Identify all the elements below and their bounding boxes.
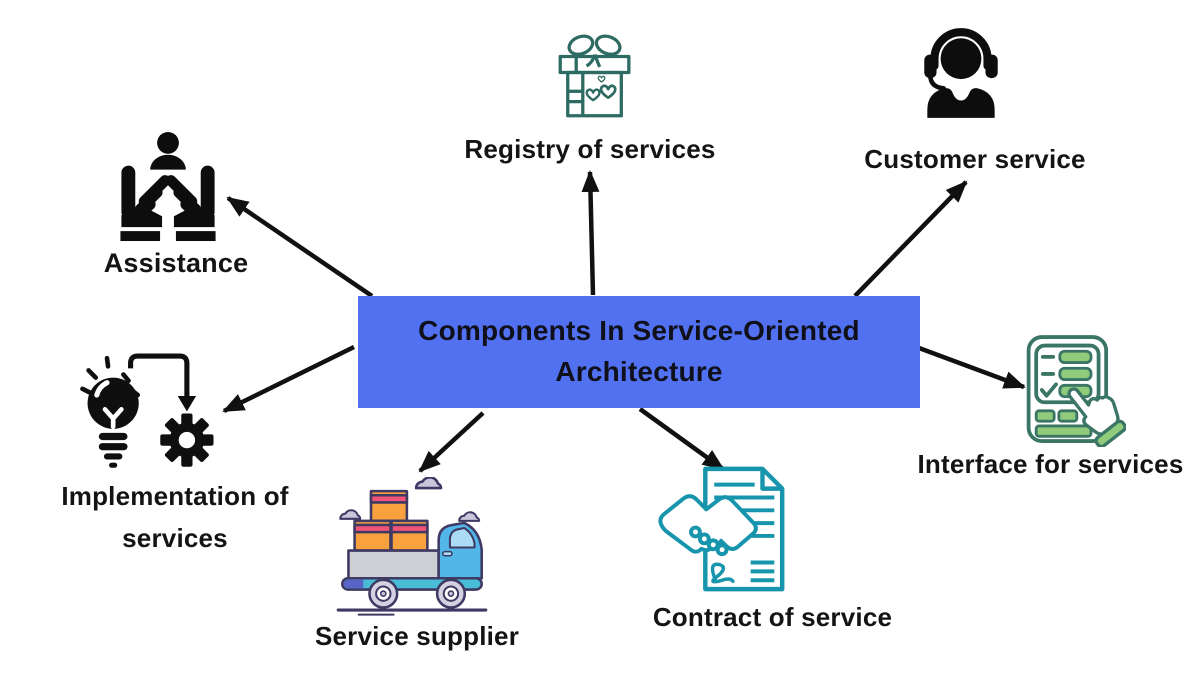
hands-holding-person-icon — [98, 131, 216, 244]
arrow-to-supplier — [418, 411, 485, 473]
idea-bulb-to-gear-icon — [80, 353, 214, 468]
arrow-to-assistance — [226, 196, 374, 298]
node-label-supplier: Service supplier — [314, 621, 520, 651]
checklist-touch-hand-icon — [1026, 335, 1126, 447]
arrow-to-contract — [638, 407, 725, 471]
arrow-to-customer-service — [853, 180, 968, 298]
central-topic-box: Components In Service-Oriented Architect… — [358, 296, 920, 408]
node-label-interface: Interface for services — [917, 449, 1184, 479]
node-label-contract: Contract of service — [652, 602, 893, 632]
handshake-document-icon — [658, 466, 785, 592]
diagram-title: Components In Service-Oriented Architect… — [418, 315, 860, 387]
arrow-to-interface — [918, 345, 1026, 390]
support-agent-headset-icon — [924, 28, 998, 118]
node-label-customer-service: Customer service — [864, 144, 1086, 174]
arrow-to-registry — [581, 170, 600, 296]
delivery-truck-boxes-icon — [336, 477, 488, 616]
node-label-implementation: Implementation of services — [61, 481, 289, 553]
node-label-assistance: Assistance — [103, 248, 249, 278]
node-label-registry: Registry of services — [464, 134, 716, 164]
arrow-to-implementation — [222, 344, 355, 414]
gift-box-icon — [558, 34, 631, 118]
